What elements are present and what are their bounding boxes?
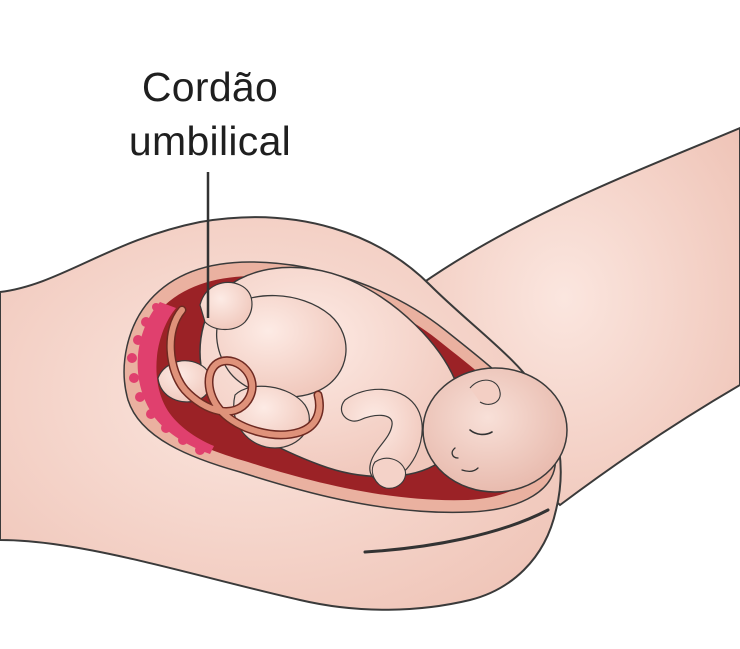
umbilical-cord-inner bbox=[167, 307, 323, 438]
fetus-nose bbox=[451, 447, 459, 459]
fetus-ear bbox=[469, 379, 501, 405]
fetus-leg bbox=[199, 281, 253, 331]
fetus-head bbox=[422, 367, 568, 493]
label-line-2: umbilical bbox=[128, 118, 292, 164]
umbilical-cord-label: Cordão umbilical bbox=[100, 60, 320, 168]
label-line-1: Cordão bbox=[141, 64, 279, 110]
placenta bbox=[137, 302, 214, 454]
fetus-mouth bbox=[461, 467, 479, 472]
fetus-arm bbox=[340, 388, 423, 482]
hand-line bbox=[363, 508, 550, 554]
placenta-frills bbox=[127, 303, 205, 455]
fetus-eye bbox=[469, 429, 493, 436]
fetus-hand bbox=[371, 457, 407, 489]
